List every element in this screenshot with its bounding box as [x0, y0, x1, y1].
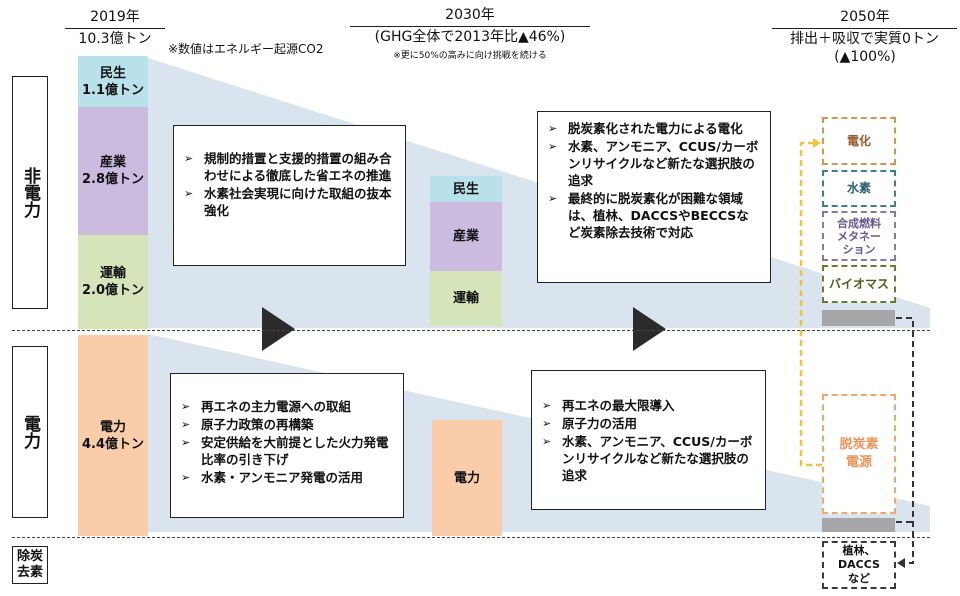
header-2030-note: ※更に50%の高みに向け挑戦を続ける — [393, 51, 547, 61]
box-nonpower-2030: 規制的措置と支援的措置の組み合わせによる徹底した省エネの推進 水素社会実現に向け… — [173, 125, 406, 266]
option-synthetic-fuel: 合成燃料 メタネー ション — [822, 211, 896, 261]
yellow-arrow — [799, 141, 822, 467]
box-item: 脱炭素化された電力による電化 — [548, 120, 760, 137]
box-item: 原子力の活用 — [542, 415, 755, 432]
bar-2019-transport: 運輸 2.0億トン — [78, 235, 148, 329]
option-electrification: 電化 — [822, 117, 896, 165]
option-carbon-removal: 植林、 DACCS など — [822, 541, 896, 589]
header-2050-year: 2050年 — [840, 9, 890, 25]
header-2050-value: 排出＋吸収で実質0トン — [772, 28, 957, 48]
box-item: 水素、アンモニア、CCUS/カーボンリサイクルなど新たな選択肢の追求 — [548, 138, 760, 189]
bar-2030-residential: 民生 — [430, 176, 502, 202]
header-2030-year: 2030年 — [445, 7, 495, 23]
box-item: 水素、アンモニア、CCUS/カーボンリサイクルなど新たな選択肢の追求 — [542, 433, 755, 484]
header-2019-year: 2019年 — [90, 9, 140, 25]
dark-arrow — [896, 317, 914, 564]
bar-2019-residential: 民生 1.1億トン — [78, 56, 148, 107]
row-label-power: 電力 — [12, 346, 48, 518]
box-item: 水素社会実現に向けた取組の抜本強化 — [184, 185, 395, 219]
header-2050-value2: (▲100%) — [834, 49, 896, 65]
box-item: 再エネの最大限導入 — [542, 397, 755, 414]
row-separator-1 — [12, 330, 930, 331]
bar-2030-power: 電力 — [432, 420, 502, 536]
box-item: 最終的に脱炭素化が困難な領域は、植林、DACCSやBECCSなど炭素除去技術で対… — [548, 190, 760, 241]
header-2030-value: (GHG全体で2013年比▲46%) — [350, 26, 590, 46]
gray-bar-power — [822, 518, 895, 532]
box-item: 安定供給を大前提とした火力発電比率の引き下げ — [181, 434, 393, 468]
box-power-2030: 再エネの主力電源への取組 原子力政策の再構築 安定供給を大前提とした火力発電比率… — [170, 373, 404, 518]
bar-2030-industry: 産業 — [430, 202, 502, 271]
box-item: 規制的措置と支援的措置の組み合わせによる徹底した省エネの推進 — [184, 150, 395, 184]
row-separator-2 — [12, 537, 930, 538]
header-2019-value: 10.3億トン — [65, 28, 165, 48]
box-power-2050: 再エネの最大限導入 原子力の活用 水素、アンモニア、CCUS/カーボンリサイクル… — [531, 370, 766, 510]
row-label-non-power: 非電力 — [12, 76, 48, 309]
option-hydrogen: 水素 — [822, 170, 896, 207]
box-item: 水素・アンモニア発電の活用 — [181, 469, 393, 486]
box-item: 原子力政策の再構築 — [181, 416, 393, 433]
bar-2019-industry: 産業 2.8億トン — [78, 107, 148, 235]
option-biomass: バイオマス — [822, 265, 896, 303]
right-arrow-2 — [633, 307, 666, 351]
row-label-removal: 除炭 去素 — [12, 546, 48, 584]
option-decarbonized-power: 脱炭素 電源 — [822, 394, 896, 514]
bar-2030-transport: 運輸 — [430, 271, 502, 326]
gray-bar-nonpower — [822, 310, 895, 326]
header-2019-note: ※数値はエネルギー起源CO2 — [168, 42, 324, 56]
bar-2019-power: 電力 4.4億トン — [78, 335, 148, 536]
box-nonpower-2050: 脱炭素化された電力による電化 水素、アンモニア、CCUS/カーボンリサイクルなど… — [537, 111, 771, 283]
box-item: 再エネの主力電源への取組 — [181, 398, 393, 415]
right-arrow-1 — [262, 307, 295, 351]
